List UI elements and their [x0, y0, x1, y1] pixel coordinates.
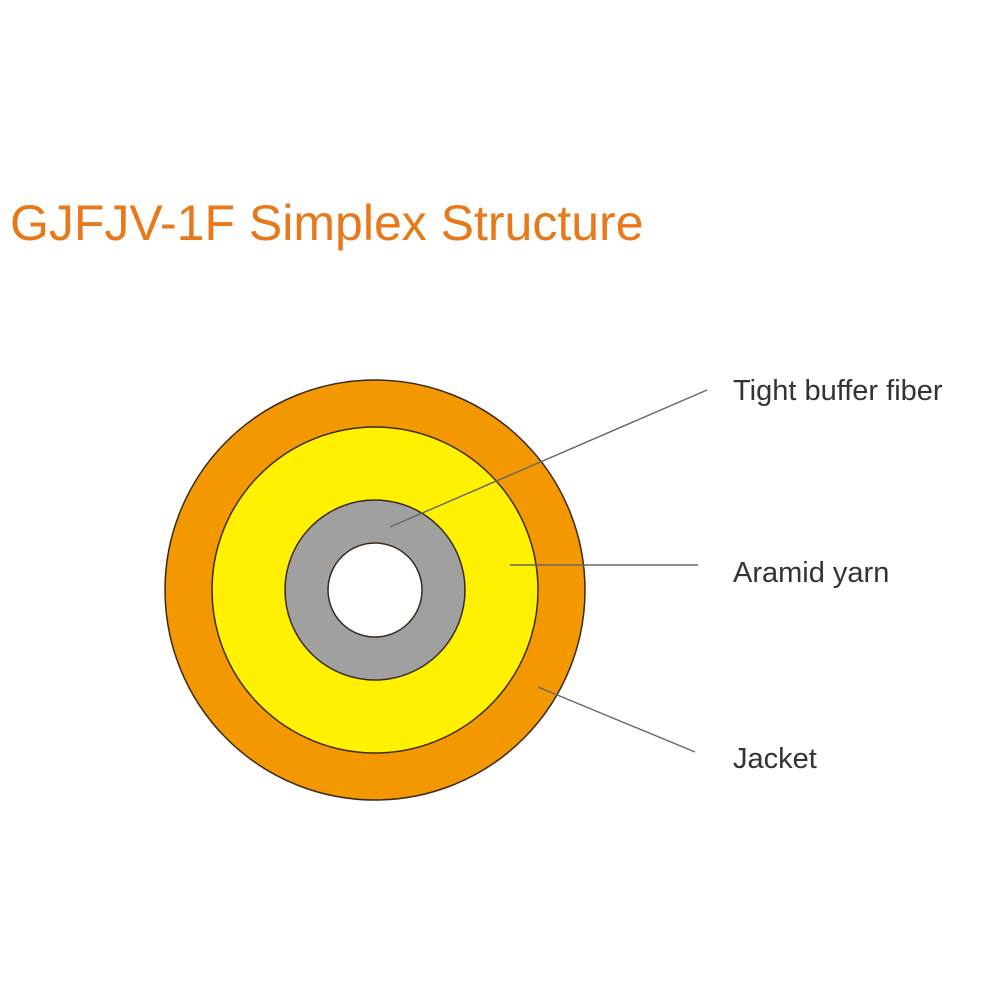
tight-buffer-fiber-label: Tight buffer fiber	[733, 375, 943, 407]
diagram-title: GJFJV-1F Simplex Structure	[10, 195, 644, 251]
aramid-yarn-label: Aramid yarn	[733, 557, 889, 589]
tight-buffer-fiber-leader-line	[389, 389, 708, 528]
jacket-leader-line	[537, 686, 696, 753]
fiber-core	[327, 542, 423, 638]
jacket-label: Jacket	[733, 743, 817, 775]
